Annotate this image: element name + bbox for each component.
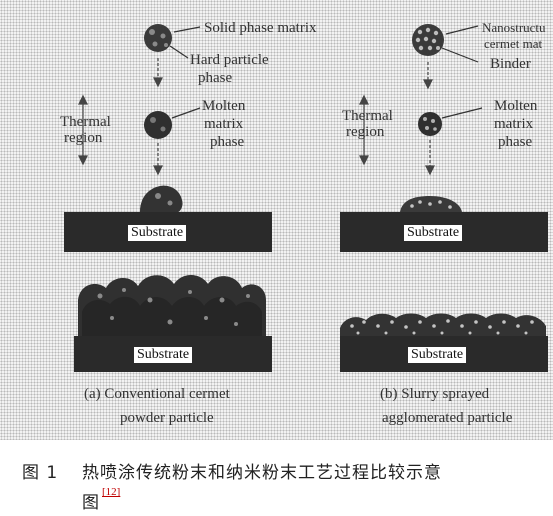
right-initial-particle <box>412 24 444 56</box>
left-caption-line1: (a) Conventional cermet <box>84 386 230 402</box>
left-hard-particle-pointer <box>169 45 189 59</box>
left-arrow-2 <box>153 143 163 176</box>
left-thermal-label-line2: region <box>64 130 103 146</box>
right-nanostruct-pointer <box>445 25 479 35</box>
right-binder-pointer <box>441 47 479 63</box>
right-molten-particle <box>418 112 442 136</box>
left-molten-particle <box>144 111 172 139</box>
left-splat <box>140 185 183 212</box>
figure-caption-label: 图 1 <box>22 463 59 483</box>
left-molten-label-line1: Molten <box>202 98 246 114</box>
left-caption-line2: powder particle <box>120 410 214 426</box>
right-molten-label-line2: matrix <box>494 116 534 132</box>
left-coating-particles <box>97 288 250 326</box>
right-arrow-1 <box>423 62 433 90</box>
left-thermal-arrow <box>78 94 88 166</box>
right-thermal-label-line1: Thermal <box>342 108 393 124</box>
right-coating-particles <box>350 319 534 335</box>
hard-particle-label-line2: phase <box>198 70 233 86</box>
binder-label: Binder <box>490 56 531 72</box>
left-initial-particle <box>144 24 172 52</box>
figure-caption-text-line2: 图 <box>82 493 100 513</box>
figure-caption-ref[interactable]: [12] <box>102 486 121 498</box>
right-thermal-label-line2: region <box>346 124 385 140</box>
left-molten-label-line3: phase <box>210 134 245 150</box>
right-caption-line1: (b) Slurry sprayed <box>380 386 490 402</box>
left-coating <box>78 275 266 338</box>
left-thermal-label-line1: Thermal <box>60 114 111 130</box>
left-substrate-bottom-label: Substrate <box>134 347 193 363</box>
figure-caption-text: 热喷涂传统粉末和纳米粉末工艺过程比较示意 <box>82 463 442 483</box>
left-solid-phase-pointer <box>173 26 201 33</box>
left-substrate-top-label: Substrate <box>128 225 187 241</box>
left-arrow-1 <box>153 58 163 88</box>
process-diagram <box>64 24 548 372</box>
nanostruct-label-line2: cermet mat <box>484 36 543 51</box>
left-molten-label-line2: matrix <box>204 116 244 132</box>
left-molten-pointer <box>171 107 201 119</box>
right-thermal-arrow <box>359 94 369 166</box>
right-arrow-2 <box>425 140 435 176</box>
hard-particle-label-line1: Hard particle <box>190 52 269 68</box>
right-molten-label-line3: phase <box>498 134 533 150</box>
right-substrate-top-label: Substrate <box>404 225 463 241</box>
nanostruct-label-line1: Nanostructu <box>482 20 546 35</box>
right-caption-line2: agglomerated particle <box>382 410 513 426</box>
right-molten-label-line1: Molten <box>494 98 538 114</box>
right-coating <box>340 313 546 338</box>
solid-phase-matrix-label: Solid phase matrix <box>204 20 317 36</box>
right-molten-pointer <box>441 107 483 119</box>
right-substrate-bottom-label: Substrate <box>408 347 467 363</box>
